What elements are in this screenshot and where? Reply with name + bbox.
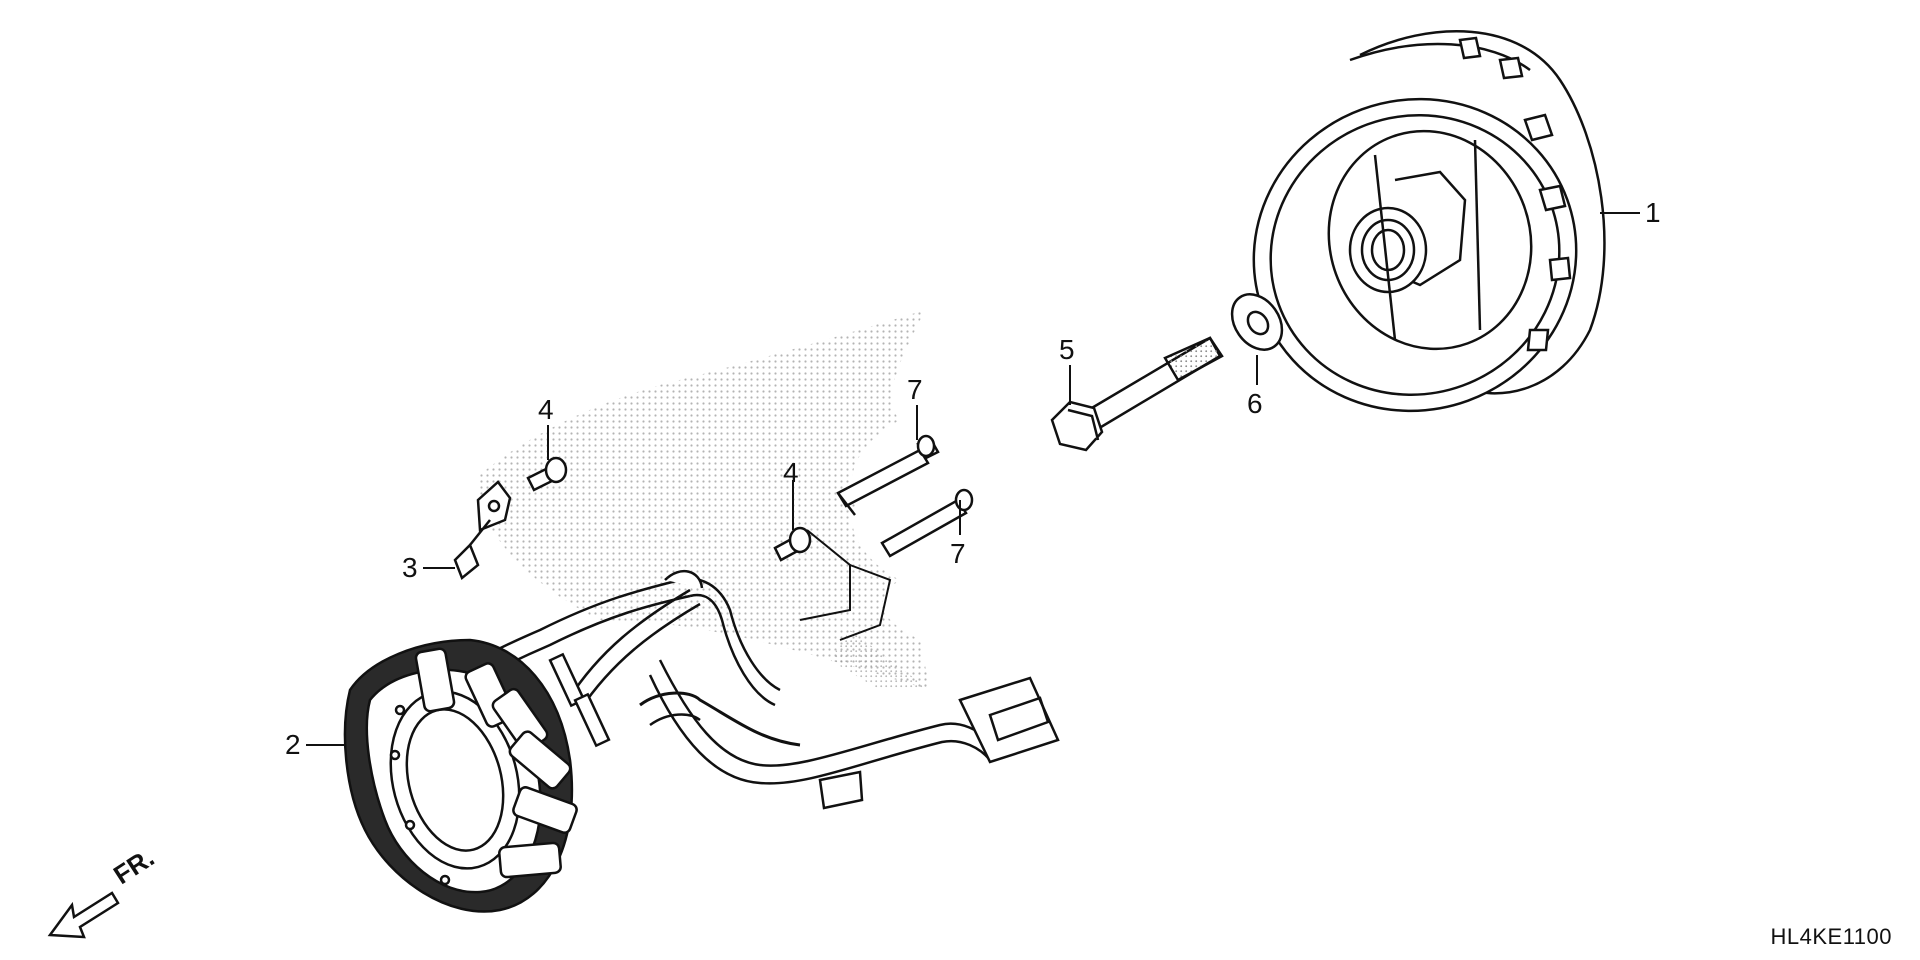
flywheel-rotor xyxy=(1252,30,1606,413)
flywheel-bolt xyxy=(1050,336,1224,452)
washer xyxy=(1230,293,1284,351)
leader-lines xyxy=(306,212,1640,746)
diagram-code: HL4KE1100 xyxy=(1770,924,1892,949)
clamp-bracket xyxy=(453,480,512,581)
callout-part-1: 1 xyxy=(1645,197,1661,228)
callout-part-3: 3 xyxy=(402,552,418,583)
stator xyxy=(343,638,578,913)
callout-part-2: 2 xyxy=(285,729,301,760)
callout-part-7-upper: 7 xyxy=(907,374,923,405)
callout-part-7-lower: 7 xyxy=(950,538,966,569)
callout-part-4-upper: 4 xyxy=(538,394,554,425)
callout-part-4-lower: 4 xyxy=(783,457,799,488)
wire-harness xyxy=(379,569,1060,810)
case-shading xyxy=(478,310,930,690)
front-direction-arrow xyxy=(47,891,120,939)
small-bolts xyxy=(526,456,812,562)
callout-part-6: 6 xyxy=(1247,388,1263,419)
stator-bolts xyxy=(836,434,974,558)
callout-part-5: 5 xyxy=(1059,334,1075,365)
